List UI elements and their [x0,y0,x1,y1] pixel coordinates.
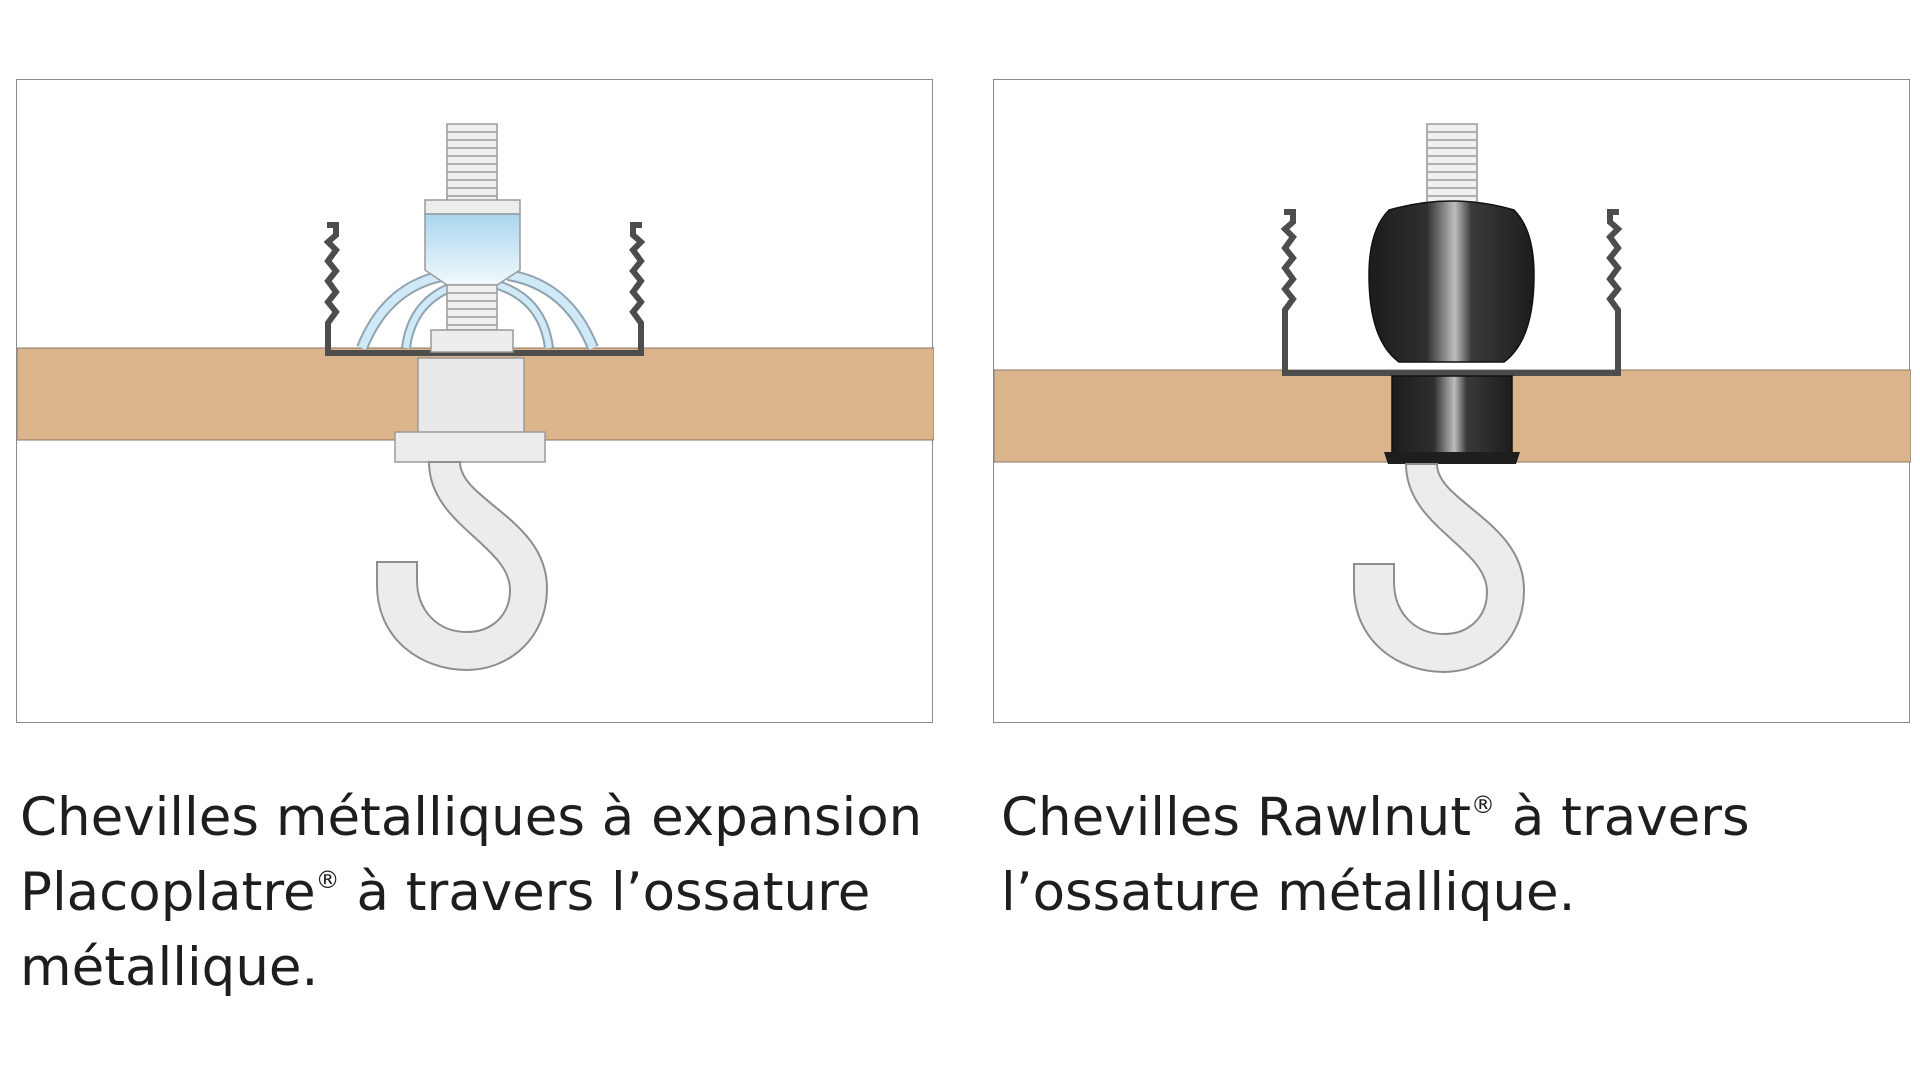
hook [376,461,549,672]
caption-text: Chevilles Rawlnut [1001,787,1471,848]
caption-line: métallique. [20,937,319,998]
hook [1353,463,1526,674]
registered-mark: ® [315,866,340,894]
caption-line: l’ossature métallique. [1001,862,1576,923]
registered-mark: ® [1471,791,1495,819]
caption-text: à travers l’ossature [339,862,871,923]
threaded-rod [424,123,521,353]
caption-text: à travers [1495,787,1750,848]
diagram-panel-rawlnut-anchor [993,79,1911,723]
caption-text: Placoplatre [20,862,316,923]
metal-channel [1280,209,1623,376]
rawlnut-sleeve [1391,375,1513,463]
caption-line: Placoplatre® à travers l’ossature [20,855,960,930]
caption-line: Chevilles Rawlnut® à travers [1001,780,1901,855]
rawlnut-bulb [1368,200,1535,363]
diagram-panel-expansion-anchor [16,79,934,723]
rawlnut-anchor-illustration [994,123,1911,674]
caption-rawlnut-anchor: Chevilles Rawlnut® à travers l’ossature … [1001,780,1901,930]
expansion-anchor-illustration [17,123,934,672]
metal-channel [323,222,646,356]
expansion-arms [356,269,599,351]
rawlnut-flange [1384,452,1520,464]
anchor-sleeve [417,357,525,441]
anchor-flange [394,431,546,463]
caption-line: Chevilles métalliques à expansion [20,787,923,848]
caption-expansion-anchor: Chevilles métalliques à expansion Placop… [20,780,960,1005]
